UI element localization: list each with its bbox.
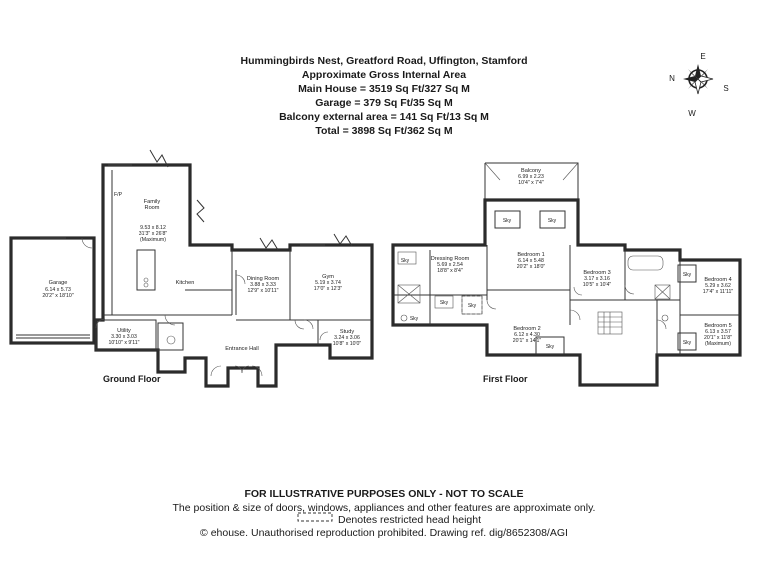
dressing-dims: 5.69 x 2.54 [437, 262, 463, 268]
wc-sky: Sky [410, 316, 419, 322]
bedroom1-sky-right: Sky [548, 218, 557, 224]
utility-imperial: 10'10" x 9'11" [109, 340, 140, 346]
balcony-area: Balcony external area = 141 Sq Ft/13 Sq … [279, 111, 489, 123]
fp-label: F/P [114, 192, 123, 198]
dining-room: Dining Room 3.88 x 3.33 12'9" x 10'11" [247, 276, 280, 294]
study-label: Study [340, 329, 355, 335]
compass: E N S W [669, 52, 729, 118]
ground-floor-plan: Garage 6.14 x 5.73 20'2" x 18'10" F/P Fa… [9, 149, 374, 388]
compass-s-label: S [723, 84, 728, 93]
bedroom3-label: Bedroom 3 [583, 270, 610, 276]
bedroom1-sky-left: Sky [503, 218, 512, 224]
compass-w-label: W [688, 109, 696, 118]
balcony-imperial: 10'4" x 7'4" [518, 180, 544, 186]
bedroom2-label: Bedroom 2 [513, 326, 540, 332]
balcony-dims: 6.99 x 2.23 [518, 174, 544, 180]
bedroom4-dims: 5.29 x 3.62 [705, 283, 731, 289]
area-subtitle: Approximate Gross Internal Area [301, 69, 467, 81]
utility-room: Utility 3.30 x 3.03 10'10" x 9'11" [109, 328, 140, 346]
balcony-area-label: Balcony 6.99 x 2.23 10'4" x 7'4" [518, 168, 544, 186]
study-imperial: 10'8" x 10'0" [333, 341, 362, 347]
dining-imperial: 12'9" x 10'11" [248, 288, 279, 294]
bedroom4-imperial: 17'4" x 11'11" [703, 289, 734, 295]
gym-label: Gym [322, 274, 334, 280]
bedroom2-dims: 6.12 x 4.30 [514, 332, 540, 338]
bedroom3-imperial: 10'5" x 10'4" [583, 282, 612, 288]
gym-dims: 5.19 x 3.74 [315, 280, 341, 286]
dining-dims: 3.88 x 3.33 [250, 282, 276, 288]
bedroom3-dims: 3.17 x 3.16 [584, 276, 610, 282]
plan-title: Hummingbirds Nest, Greatford Road, Uffin… [240, 55, 528, 67]
restricted-height-legend-text: Denotes restricted head height [338, 514, 482, 526]
utility-dims: 3.30 x 3.03 [111, 334, 137, 340]
bedroom1-label: Bedroom 1 [517, 252, 544, 258]
garage-area: Garage = 379 Sq Ft/35 Sq M [315, 97, 453, 109]
first-floor-label: First Floor [483, 374, 528, 384]
kitchen-label: Kitchen [176, 280, 195, 286]
bedroom5-label: Bedroom 5 [704, 323, 731, 329]
bedroom1-imperial: 20'2" x 18'0" [517, 264, 546, 270]
restricted-height-legend-swatch [297, 512, 333, 522]
first-floor-plan: Balcony 6.99 x 2.23 10'4" x 7'4" Sky Sky… [391, 162, 742, 387]
utility-label: Utility [117, 328, 131, 334]
compass-n-label: N [669, 74, 675, 83]
bedroom5-imperial: 20'1" x 11'8" [704, 335, 732, 341]
bedroom4-label: Bedroom 4 [704, 277, 731, 283]
bedroom4-sky: Sky [683, 272, 692, 278]
ensuite-sky-2: Sky [468, 303, 477, 309]
balcony-label: Balcony [521, 168, 541, 174]
main-house-area: Main House = 3519 Sq Ft/327 Sq M [298, 83, 470, 95]
dressing-sky: Sky [401, 258, 410, 264]
entrance-hall-label: Entrance Hall [225, 346, 259, 352]
bedroom5-note: (Maximum) [705, 341, 731, 347]
family-dims: 9.53 x 8.12 [140, 225, 166, 231]
bedroom5-dims: 6.13 x 3.57 [705, 329, 731, 335]
approximate-note: The position & size of doors, windows, a… [172, 502, 596, 514]
garage-imperial: 20'2" x 18'10" [42, 293, 73, 299]
family-imperial: 31'3" x 26'8" [139, 231, 168, 237]
disclaimer-text: FOR ILLUSTRATIVE PURPOSES ONLY - NOT TO … [244, 488, 524, 500]
bedroom2-sky: Sky [546, 344, 555, 350]
family-note: (Maximum) [140, 237, 166, 243]
study-room: Study 3.24 x 3.06 10'8" x 10'0" [333, 329, 362, 347]
bedroom-2: Bedroom 2 6.12 x 4.30 20'1" x 14'1" [513, 326, 542, 344]
family-label: Family [144, 199, 161, 205]
dressing-room: Dressing Room 5.69 x 2.54 18'8" x 8'4" [431, 256, 470, 274]
dining-label: Dining Room [247, 276, 280, 282]
bedroom-1: Bedroom 1 6.14 x 5.48 20'2" x 18'0" [517, 252, 546, 270]
study-dims: 3.24 x 3.06 [334, 335, 360, 341]
bedroom-3: Bedroom 3 3.17 x 3.16 10'5" x 10'4" [583, 270, 612, 288]
copyright-text: © ehouse. Unauthorised reproduction proh… [200, 527, 568, 539]
bedroom-5: Bedroom 5 6.13 x 3.57 20'1" x 11'8" (Max… [704, 323, 732, 347]
garage-dims: 6.14 x 5.73 [45, 287, 71, 293]
dressing-imperial: 18'8" x 8'4" [437, 268, 463, 274]
bedroom2-imperial: 20'1" x 14'1" [513, 338, 542, 344]
family-room: Family Room 9.53 x 8.12 31'3" x 26'8" (M… [139, 199, 168, 243]
dressing-label: Dressing Room [431, 256, 470, 262]
garage-label: Garage [49, 280, 68, 286]
family-label-2: Room [145, 205, 160, 211]
total-area: Total = 3898 Sq Ft/362 Sq M [315, 125, 453, 137]
compass-e-label: E [700, 52, 705, 61]
gym-room: Gym 5.19 x 3.74 17'0" x 12'3" [314, 274, 343, 292]
bedroom1-dims: 6.14 x 5.48 [518, 258, 544, 264]
bedroom-4: Bedroom 4 5.29 x 3.62 17'4" x 11'11" [703, 277, 734, 295]
bedroom5-sky: Sky [683, 340, 692, 346]
gym-imperial: 17'0" x 12'3" [314, 286, 343, 292]
garage-room: Garage 6.14 x 5.73 20'2" x 18'10" [42, 280, 73, 299]
ensuite-sky-1: Sky [440, 300, 449, 306]
ground-floor-label: Ground Floor [103, 374, 161, 384]
